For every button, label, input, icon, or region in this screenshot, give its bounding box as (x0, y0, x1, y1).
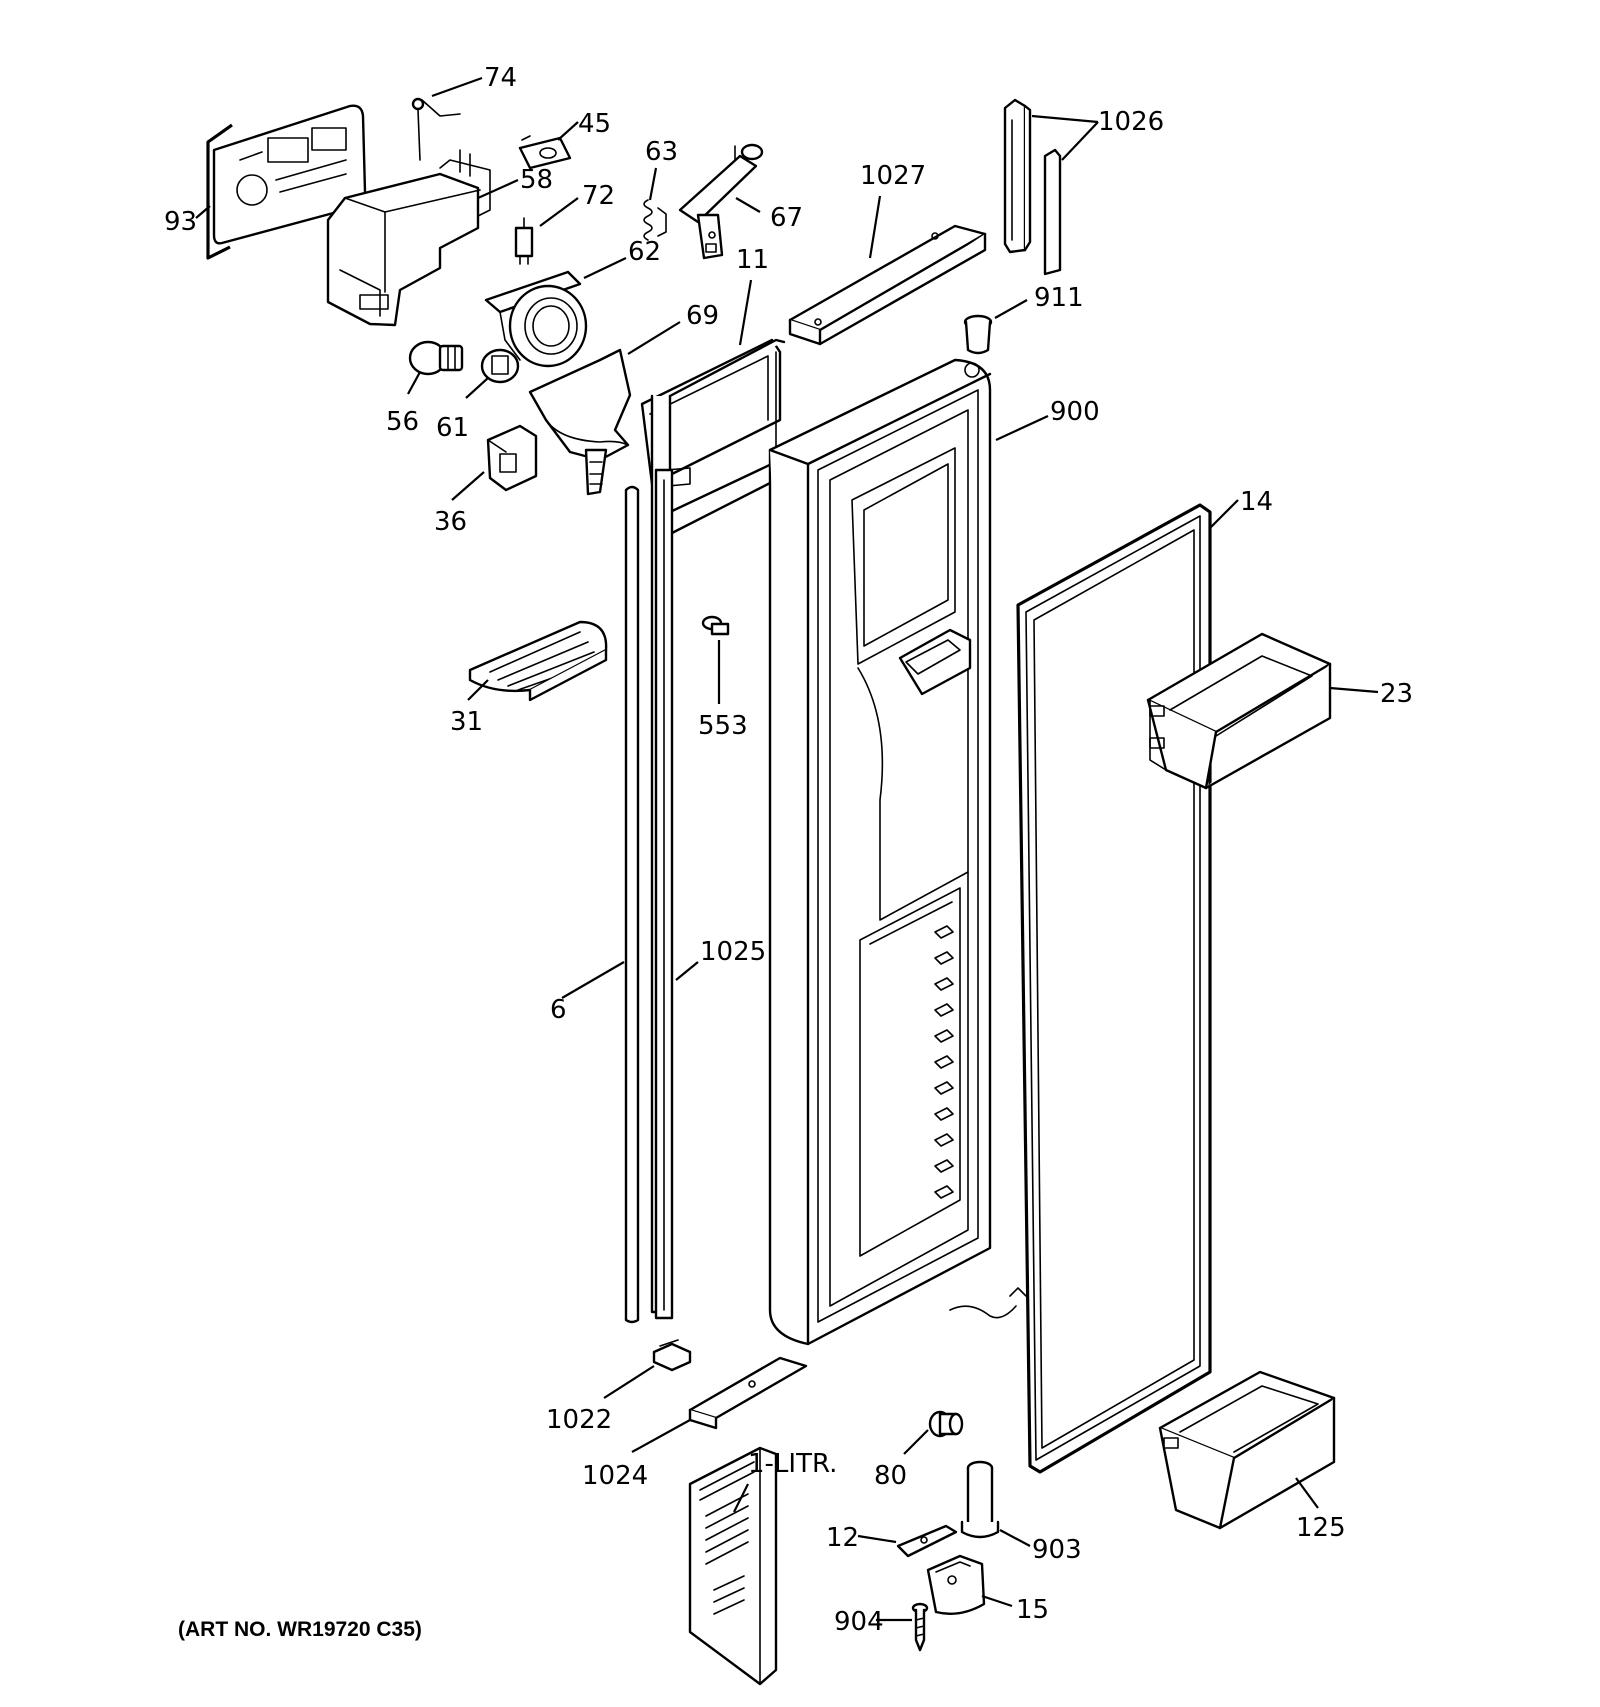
callout-1027: 1027 (860, 161, 926, 191)
part-553-fastener (701, 615, 730, 636)
callout-62: 62 (628, 237, 661, 267)
callout-1024: 1024 (582, 1461, 648, 1491)
part-1026-trim-strips (1003, 98, 1062, 276)
callout-900: 900 (1050, 397, 1100, 427)
part-12-plate (896, 1524, 958, 1558)
callout-1022: 1022 (546, 1405, 612, 1435)
callout-14: 14 (1240, 487, 1273, 517)
callout-904: 904 (834, 1607, 884, 1637)
callout-6: 6 (550, 995, 567, 1025)
callout-23: 23 (1380, 679, 1413, 709)
part-31-drip-grille (468, 620, 608, 702)
callout-72: 72 (582, 181, 615, 211)
callout-61: 61 (436, 413, 469, 443)
callout-15: 15 (1016, 1595, 1049, 1625)
part-61-socket (480, 348, 520, 384)
callout-58: 58 (520, 165, 553, 195)
part-900-door-assembly (768, 358, 1027, 1346)
leader-lines (195, 76, 1379, 1622)
callout-56: 56 (386, 407, 419, 437)
part-1027-top-trim (788, 224, 987, 346)
part-69-ice-chute (528, 348, 632, 496)
part-904-screw (911, 1602, 929, 1652)
callout-1026: 1026 (1098, 107, 1164, 137)
callout-12: 12 (826, 1523, 859, 1553)
part-23-door-bin (1146, 632, 1332, 790)
callout-69: 69 (686, 301, 719, 331)
callout-31: 31 (450, 707, 483, 737)
callout-11: 11 (736, 245, 769, 275)
part-125-door-bin (1158, 1370, 1336, 1530)
callout-125: 125 (1296, 1513, 1346, 1543)
part-1022-bracket (652, 1339, 692, 1372)
callout-67: 67 (770, 203, 803, 233)
part-14-door-gasket (1016, 503, 1212, 1474)
callout-45: 45 (578, 109, 611, 139)
part-63-spring (643, 199, 667, 241)
callout-911: 911 (1034, 283, 1084, 313)
part-6-tube (624, 485, 640, 1324)
part-74-spring (411, 97, 461, 161)
callout-63: 63 (645, 137, 678, 167)
part-903-cylinder (960, 1460, 1000, 1539)
callout-1-litr: 1-LITR. (748, 1449, 837, 1479)
part-1024-hinge-bracket (688, 1356, 808, 1430)
callout-553: 553 (698, 711, 748, 741)
part-80-plug (928, 1410, 964, 1438)
part-15-hinge-block (926, 1554, 986, 1615)
part-36-solenoid (486, 424, 538, 492)
callout-labels: 74 45 58 93 63 72 67 62 1027 1026 11 911… (164, 63, 1413, 1637)
part-72-switch (514, 217, 534, 265)
part-911-bushing (963, 314, 993, 355)
part-58-dispenser-housing (326, 149, 491, 327)
callout-903: 903 (1032, 1535, 1082, 1565)
part-45-bracket (518, 135, 572, 170)
part-62-auger-ring (484, 270, 588, 368)
callout-74: 74 (484, 63, 517, 93)
callout-80: 80 (874, 1461, 907, 1491)
art-number: (ART NO. WR19720 C35) (178, 1618, 422, 1641)
callout-36: 36 (434, 507, 467, 537)
part-1-litr-filter-panel (688, 1446, 778, 1686)
part-1025-strip (654, 468, 674, 1320)
callout-1025: 1025 (700, 937, 766, 967)
part-67-lever-arm (678, 143, 764, 260)
part-56-bulb (408, 340, 464, 376)
callout-93: 93 (164, 207, 197, 237)
